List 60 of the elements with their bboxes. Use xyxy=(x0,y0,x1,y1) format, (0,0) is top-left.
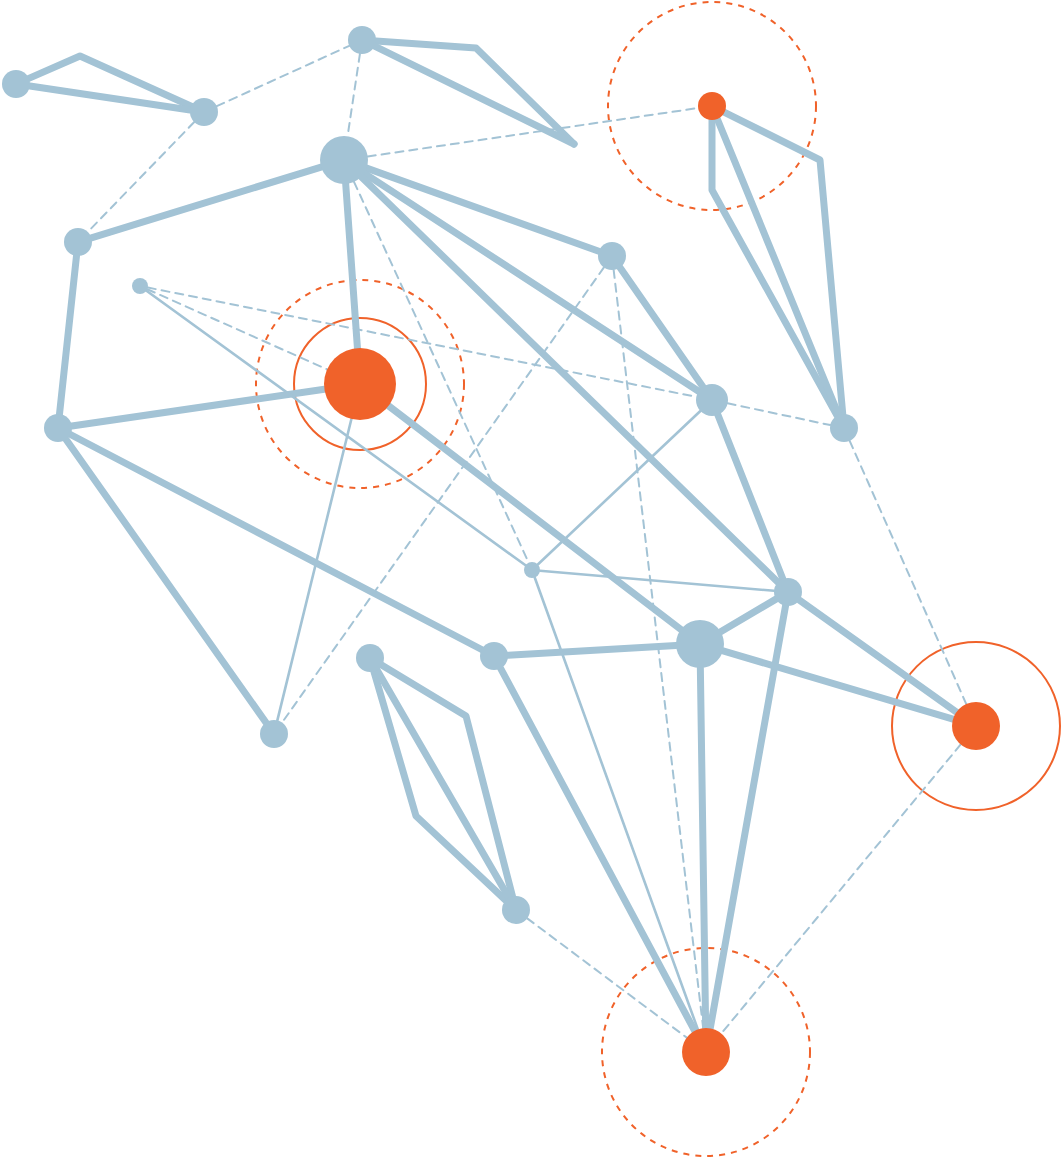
connector-line xyxy=(497,664,699,1035)
network-node xyxy=(320,136,368,184)
connector-line xyxy=(346,52,361,138)
network-node xyxy=(524,562,540,578)
connector-line xyxy=(616,264,707,391)
network-node xyxy=(132,278,148,294)
network-node xyxy=(502,896,530,924)
connector-line xyxy=(717,595,780,636)
network-node xyxy=(952,702,1000,750)
connector-line xyxy=(366,107,700,158)
network-node xyxy=(44,414,72,442)
connector-line xyxy=(145,289,527,567)
connector-line xyxy=(363,164,603,255)
connector-line xyxy=(66,431,486,653)
connector-line xyxy=(86,121,196,233)
network-node xyxy=(598,242,626,270)
network-node xyxy=(698,92,726,120)
connector-line xyxy=(276,417,353,722)
connector-line xyxy=(87,163,325,242)
connector-line xyxy=(720,743,962,1035)
connector-line xyxy=(215,44,351,108)
connector-line xyxy=(353,180,530,564)
connector-line xyxy=(56,252,80,418)
network-node xyxy=(190,98,218,126)
connector-line xyxy=(26,82,194,114)
connector-line xyxy=(533,576,700,1031)
network-node xyxy=(2,70,30,98)
network-node xyxy=(348,26,376,54)
connector-line xyxy=(342,180,361,352)
connector-line xyxy=(25,52,195,110)
connector-line xyxy=(504,641,680,659)
network-node xyxy=(64,228,92,256)
connector-line xyxy=(146,286,698,398)
connector-line xyxy=(146,288,329,371)
network-node xyxy=(324,348,396,420)
connector-line xyxy=(719,647,957,723)
connector-line xyxy=(795,596,960,716)
network-node xyxy=(356,644,384,672)
network-node xyxy=(260,720,288,748)
network-node xyxy=(774,578,802,606)
connector-line xyxy=(526,917,688,1039)
connector-line xyxy=(536,409,702,566)
connector-line xyxy=(360,169,703,395)
connector-line xyxy=(696,664,710,1032)
network-node xyxy=(676,620,724,668)
connector-line xyxy=(385,402,685,633)
connector-line xyxy=(538,569,776,593)
connector-line xyxy=(706,602,790,1032)
network-node xyxy=(830,414,858,442)
network-node xyxy=(480,642,508,670)
connector-line xyxy=(714,411,787,583)
connector-line xyxy=(68,385,328,430)
connector-line xyxy=(62,435,270,727)
connector-line xyxy=(848,439,968,706)
connector-line xyxy=(726,402,832,427)
network-node xyxy=(682,1028,730,1076)
connector-line xyxy=(612,268,705,1030)
connector-line xyxy=(281,266,605,724)
connector-line xyxy=(357,173,782,586)
network-node xyxy=(696,384,728,416)
